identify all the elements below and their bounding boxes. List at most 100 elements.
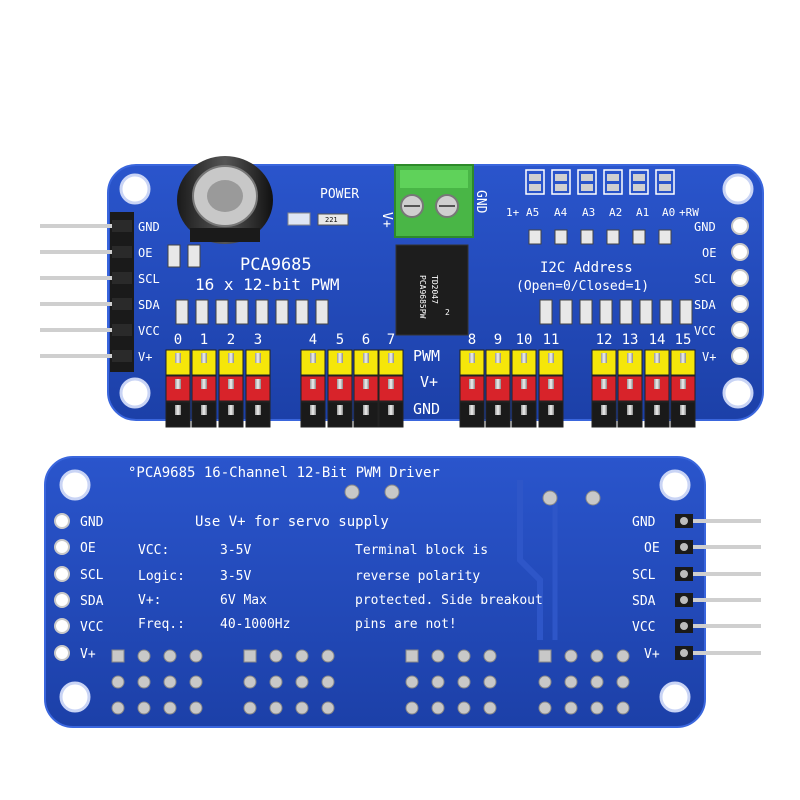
round-pad: [321, 701, 335, 715]
jumper-outline: [525, 169, 545, 195]
header-pin: [40, 276, 132, 280]
right-label-gnd: GND: [694, 220, 716, 234]
header-pin-end: [680, 622, 688, 630]
bottom-left-vcc: VCC: [80, 620, 103, 635]
terminal-pad: [585, 490, 601, 506]
terminal-vplus-label: V+: [379, 212, 394, 228]
chip-name-label: PCA9685: [240, 255, 312, 275]
bottom-right-vplus: V+: [644, 647, 660, 662]
round-pad: [590, 675, 604, 689]
terminal-pad: [344, 484, 360, 500]
bottom-right-vcc: VCC: [632, 620, 655, 635]
header-pin-base: [112, 246, 132, 258]
header-pad: [54, 592, 70, 608]
servo-pin: [627, 353, 633, 363]
round-pad: [538, 701, 552, 715]
round-pad: [431, 701, 445, 715]
round-pad: [243, 675, 257, 689]
round-pad: [189, 649, 203, 663]
spec-value: 3-5V: [220, 543, 251, 558]
servo-pin: [255, 379, 261, 389]
channel-number: 15: [675, 332, 692, 348]
jumper-pad: [529, 174, 541, 181]
servo-pin: [601, 353, 607, 363]
servo-pin: [627, 379, 633, 389]
right-label-sda: SDA: [694, 298, 716, 312]
right-label-oe: OE: [702, 246, 716, 260]
note-line: Terminal block is: [355, 543, 488, 558]
bottom-left-pads: [54, 513, 70, 661]
servo-pin: [228, 405, 234, 415]
round-pad: [483, 701, 497, 715]
header-pin: [40, 224, 132, 228]
address-resistor: [528, 229, 542, 245]
round-pad: [321, 675, 335, 689]
header-pin-end: [680, 649, 688, 657]
smd-resistor: [175, 299, 189, 325]
square-pad: [538, 649, 552, 663]
round-pad: [405, 701, 419, 715]
right-header-labels: GND OE SCL SDA VCC V+: [694, 220, 716, 364]
channel-number: 6: [362, 332, 370, 348]
channel-number: 0: [174, 332, 182, 348]
jumper-pad: [659, 174, 671, 181]
servo-pin: [310, 353, 316, 363]
round-pad: [295, 701, 309, 715]
smd-resistor: [639, 299, 653, 325]
bottom-left-scl: SCL: [80, 568, 104, 583]
servo-headers: [165, 349, 696, 428]
bottom-right-scl: SCL: [632, 568, 656, 583]
left-header-pins: [40, 220, 132, 362]
servo-pin: [363, 379, 369, 389]
jumper-outline: [603, 169, 623, 195]
square-pad: [111, 649, 125, 663]
header-pin-base: [112, 350, 132, 362]
channel-number: 1: [200, 332, 208, 348]
addr-label: A2: [609, 206, 622, 219]
mount-hole: [59, 469, 91, 501]
header-pin-base: [112, 272, 132, 284]
top-board: V+ GND POWER 221 PCA9685PW TD2047 2 PCA9…: [40, 156, 764, 428]
spec-key: Freq.:: [138, 617, 185, 632]
header-pin-end: [680, 517, 688, 525]
servo-pin: [495, 379, 501, 389]
addr-label: A3: [582, 206, 595, 219]
smd-resistor: [659, 299, 673, 325]
addr-label: A0: [662, 206, 675, 219]
mount-hole: [659, 681, 691, 713]
addr-label: +RW: [679, 206, 699, 219]
servo-pin: [601, 379, 607, 389]
jumper-pad: [555, 174, 567, 181]
channel-number: 13: [622, 332, 639, 348]
resistor-power: [317, 213, 349, 226]
servo-pin: [521, 353, 527, 363]
header-pin: [693, 545, 761, 549]
pca9685-ic: [395, 244, 469, 336]
header-pad: [731, 347, 749, 365]
round-pad: [590, 649, 604, 663]
left-label-vplus: V+: [138, 350, 152, 364]
bottom-right-header: [675, 514, 761, 660]
addr-label: A1: [636, 206, 649, 219]
i2c-address-title: I2C Address: [540, 260, 633, 276]
resistor-arrays: [167, 244, 693, 325]
jumper-pad: [581, 174, 593, 181]
servo-pin: [175, 379, 181, 389]
mount-hole: [722, 173, 754, 205]
servo-pin: [201, 353, 207, 363]
channel-number: 3: [254, 332, 262, 348]
jumper-pad: [581, 184, 593, 191]
round-pad: [269, 675, 283, 689]
round-pad: [243, 701, 257, 715]
header-pad: [731, 269, 749, 287]
address-resistor: [658, 229, 672, 245]
bottom-left-vplus: V+: [80, 647, 96, 662]
smd-resistor: [599, 299, 613, 325]
spec-table: VCC: 3-5V Logic: 3-5V V+: 6V Max Freq.: …: [138, 543, 290, 632]
addr-label: A5: [526, 206, 539, 219]
jumper-pad: [633, 174, 645, 181]
polarity-note: Terminal block is reverse polarity prote…: [355, 543, 543, 632]
servo-pin: [654, 353, 660, 363]
left-label-gnd: GND: [138, 220, 160, 234]
